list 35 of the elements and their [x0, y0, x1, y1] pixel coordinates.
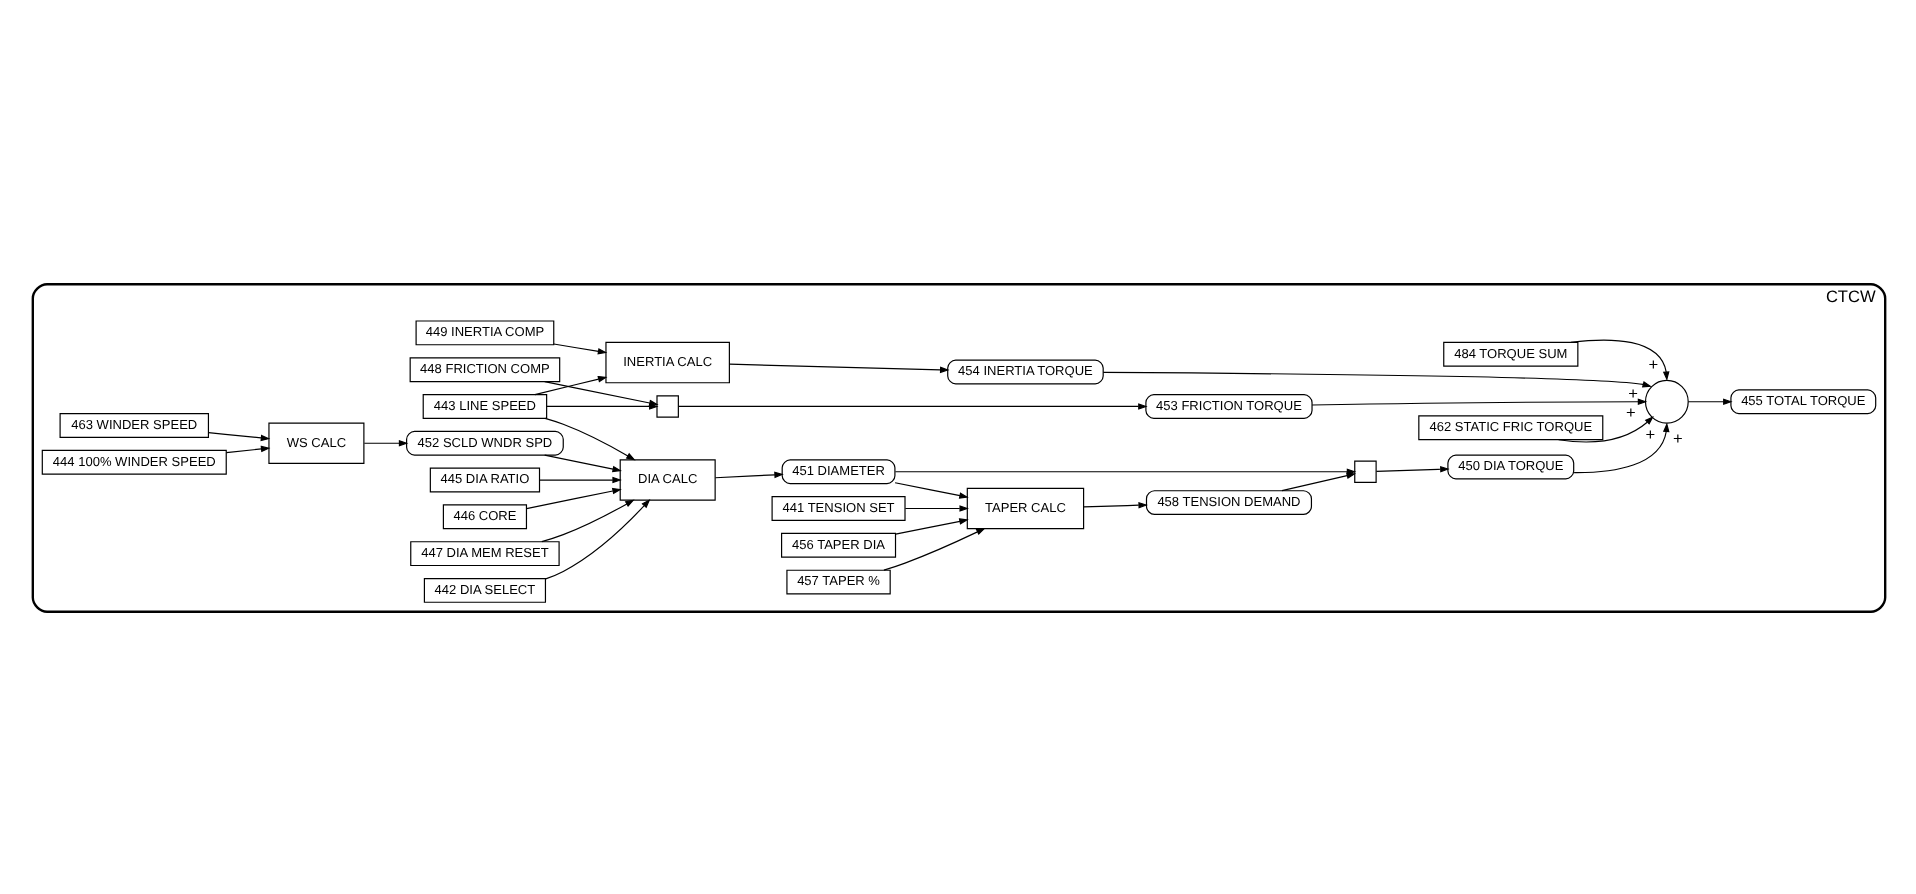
edge-label: +: [1644, 423, 1655, 444]
node-box: [1353, 459, 1376, 482]
arrow: [727, 362, 949, 373]
arrow: [1557, 414, 1653, 442]
arrow: [540, 498, 634, 542]
arrow: [894, 517, 968, 534]
edge-label: +: [1672, 427, 1682, 448]
arrow: [1686, 397, 1732, 405]
arrow: [533, 374, 607, 395]
arrow: [882, 526, 985, 570]
edge-label: +: [1625, 401, 1635, 422]
arrow: [676, 402, 1147, 409]
arrow: [1374, 464, 1449, 472]
arrow: [1572, 421, 1669, 473]
arrow: [543, 416, 635, 460]
arrow: [207, 431, 270, 441]
arrow: [552, 342, 607, 354]
arrow: [545, 402, 658, 409]
node-box: [655, 394, 678, 417]
edge-label: +: [1627, 381, 1637, 402]
arrow: [544, 497, 650, 579]
arrow: [224, 444, 270, 453]
arrow: [525, 486, 621, 509]
arrow: [1082, 500, 1147, 508]
arrow: [1280, 471, 1356, 491]
arrow: [362, 438, 408, 446]
edge-label: +: [1647, 353, 1658, 374]
arrow: [893, 481, 968, 498]
arrow: [543, 453, 621, 472]
arrow: [1310, 397, 1647, 405]
arrow: [538, 475, 621, 483]
arrow: [903, 504, 968, 511]
arrow: [1569, 338, 1669, 380]
arrow: [713, 470, 783, 478]
arrow: [1101, 370, 1651, 387]
